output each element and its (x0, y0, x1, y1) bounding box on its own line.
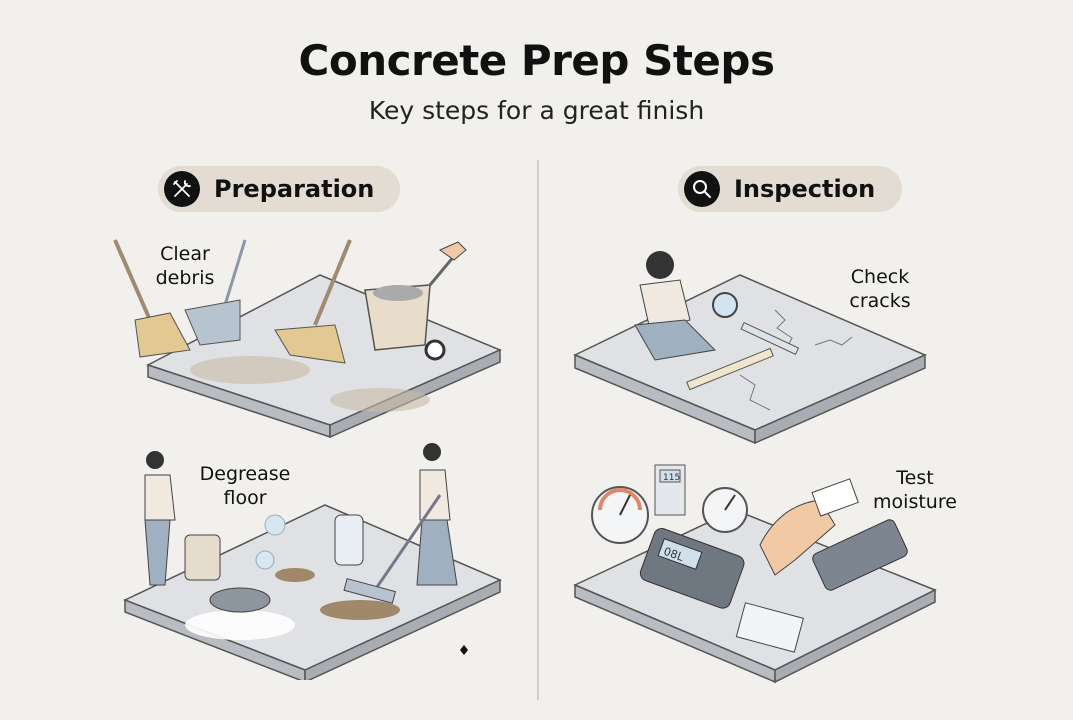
label-line: floor (223, 487, 267, 509)
wrench-screwdriver-icon (164, 171, 200, 207)
section-label: Preparation (214, 175, 375, 203)
clear-debris-illustration (113, 239, 502, 439)
label-line: Clear (160, 243, 210, 265)
check-cracks-illustration (573, 251, 927, 445)
center-divider (537, 160, 539, 700)
label-line: Degrease (199, 463, 291, 485)
page-title: Concrete Prep Steps (298, 36, 775, 85)
meter-display-1: 115 (663, 473, 680, 483)
label-line: moisture (873, 491, 957, 513)
step-label-test-moisture: Test moisture (870, 466, 960, 514)
step-test-moisture: 115 08L Test moisture (560, 450, 960, 690)
step-check-cracks: Check cracks (560, 225, 960, 455)
test-moisture-illustration: 115 08L (573, 464, 937, 684)
step-degrease-floor: Degrease floor (110, 430, 530, 680)
label-line: Test (896, 467, 934, 489)
page-subtitle: Key steps for a great finish (368, 96, 705, 125)
section-label: Inspection (734, 175, 876, 203)
section-header-inspection: Inspection (678, 166, 902, 212)
step-label-degrease-floor: Degrease floor (190, 462, 300, 510)
section-header-preparation: Preparation (158, 166, 400, 212)
magnifier-icon (684, 171, 720, 207)
label-line: Check (850, 266, 910, 288)
step-label-clear-debris: Clear debris (145, 242, 225, 290)
label-line: debris (155, 267, 215, 289)
step-label-check-cracks: Check cracks (840, 265, 920, 313)
step-clear-debris: Clear debris (100, 225, 520, 445)
label-line: cracks (849, 290, 911, 312)
degrease-floor-illustration (123, 443, 502, 680)
